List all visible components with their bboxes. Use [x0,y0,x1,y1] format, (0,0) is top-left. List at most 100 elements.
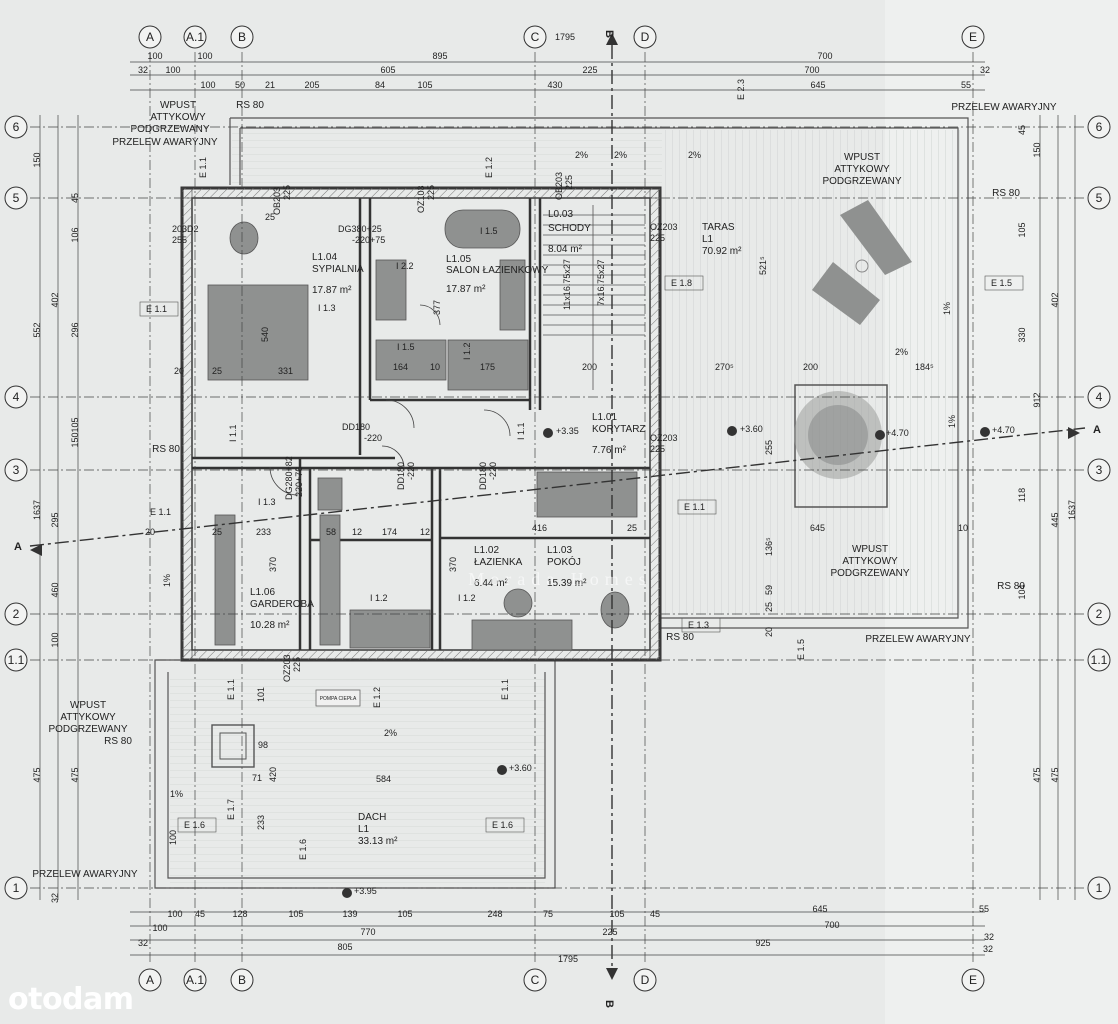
furniture [207,209,638,651]
room-dim: 331 [278,366,293,376]
stairs-notes: 11x16.75x27 7x16.75x27 [562,259,606,310]
note: POMPA CIEPŁA [320,696,357,702]
row-label: 1 [13,881,20,895]
steam-room [447,339,529,391]
tag: E 1.5 [796,639,806,660]
room-labels: L1.04 SYPIALNIA 17.87 m² L1.05 SALON ŁAZ… [250,209,742,847]
room-id: L1.01 [592,412,617,423]
col-label: E [969,973,977,987]
room-sub: L1 [358,824,370,835]
dim-text: 45 [1017,125,1027,135]
elevation: +4.70 [886,428,909,438]
room-dim: 521⁵ [758,256,768,275]
slope: 2% [895,347,908,357]
door-label: DD180 [396,462,406,490]
vanity-2 [499,259,526,331]
window-label: 225 [292,657,302,672]
tag: E 1.2 [484,157,494,178]
note: ATTYKOWY [834,164,890,175]
room-dim: 12 [352,527,362,537]
tag: E 1.5 [991,278,1012,288]
dim-text: 32 [980,65,990,75]
tag: I 1.5 [480,226,498,236]
tag: I 1.3 [318,303,336,313]
note: WPUST [70,700,106,711]
tag: I 1.2 [462,342,472,360]
door-label: -220 [406,462,416,480]
roof-surface [170,675,545,885]
note: WPUST [844,152,880,163]
door-label: DD180 [342,422,370,432]
slope: 2% [688,150,701,160]
door-label: DG380+25 [338,224,382,234]
shower-tray [349,609,431,649]
room-dim: 12 [420,527,430,537]
room-dim: 25 [265,212,275,222]
row-label: 2 [1096,607,1103,621]
door-label: DG280+82 [284,456,294,500]
row-label: 1.1 [1091,653,1108,667]
col-label: E [969,30,977,44]
window-label: 225 [564,175,574,190]
slope: 1% [947,415,957,428]
room-dim: 255 [764,440,774,455]
terrace-furniture [812,200,912,325]
tag: E 2.3 [736,79,746,100]
room-name: TARAS [702,222,735,233]
elevation: +3.95 [354,886,377,896]
row-label: 4 [13,390,20,404]
dim-text: 225 [602,927,617,937]
left-dimensions: 552 1637 402 460 295 296 475 150 150 45 … [32,152,80,903]
dim-text: 105 [609,909,624,919]
tag: I 1.2 [458,593,476,603]
dim-text: 770 [360,927,375,937]
dim-text: 32 [138,65,148,75]
window-label: 203D2 [172,224,199,234]
row-label: 4 [1096,390,1103,404]
dim-text: 475 [70,767,80,782]
section-label-a: A [14,541,22,553]
dim-text: 605 [380,65,395,75]
dim-text: 205 [304,80,319,90]
room-dim: 25 [212,527,222,537]
section-label-b: B [603,30,615,38]
grid-lines [30,52,1085,962]
room-dim: 200 [803,362,818,372]
dim-text: 150 [1032,142,1042,157]
room-dimensions: 540 331 25 20 25 164 10 175 377 200 200 … [145,212,968,845]
elevation: +3.60 [509,763,532,773]
dim-text: 100 [200,80,215,90]
tag: I 1.1 [228,424,238,442]
room-area: 10.28 m² [250,620,290,631]
room-id: L1.05 [446,254,471,265]
dim-text: 295 [50,512,60,527]
room-id: L1.02 [474,545,499,556]
room-dim: 174 [382,527,397,537]
note: RS 80 [992,188,1020,199]
note: ATTYKOWY [60,712,116,723]
dim-text: 105 [417,80,432,90]
window-label: 255 [172,235,187,245]
right-dimensions: 1637 912 402 445 330 105 150 475 475 45 … [1017,125,1077,783]
room-dim: 200 [582,362,597,372]
room-dim: 25 [627,523,637,533]
stairs-spec: 11x16.75x27 [562,259,572,310]
tag: I 2.2 [396,261,414,271]
window-label: OZ203 [282,654,292,682]
note: RS 80 [152,444,180,455]
room-dim: 164 [393,362,408,372]
note: RS 80 [666,632,694,643]
elevation: +3.35 [556,426,579,436]
dim-text: 105 [1017,222,1027,237]
door-labels: DG380+25 -220+75 DD180 -220 DG280+82 -22… [284,224,498,500]
dim-text: 32 [50,893,60,903]
col-label: D [641,973,650,987]
tag: E 1.2 [372,687,382,708]
elevation: +3.60 [740,424,763,434]
room-dim: 175 [480,362,495,372]
room-area: 70.92 m² [702,246,742,257]
dim-text: 139 [342,909,357,919]
note: RS 80 [104,736,132,747]
window-labels: OB203 225 OZ103 225 OB203 225 OZ203 225 … [172,172,678,682]
